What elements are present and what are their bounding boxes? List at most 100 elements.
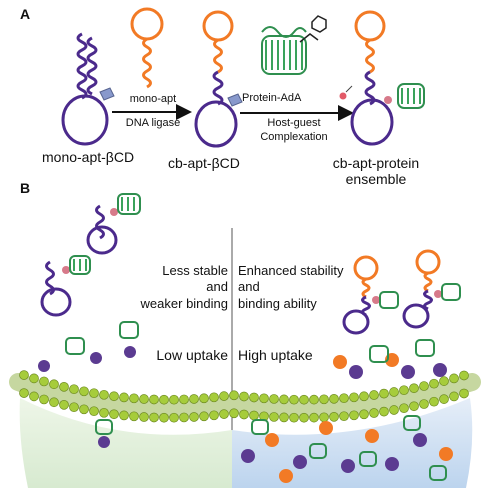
lipid-head xyxy=(119,392,129,403)
lipid-head xyxy=(369,390,379,400)
lipid-head xyxy=(219,409,229,419)
lipid-head xyxy=(319,394,329,405)
internalized-cargo-right xyxy=(241,415,453,483)
cell-interior-right xyxy=(232,398,473,488)
lipid-head xyxy=(449,391,459,402)
lipid-head xyxy=(359,409,369,420)
lipid-head xyxy=(49,397,59,408)
panel-a-label: A xyxy=(20,6,31,22)
lipid-head xyxy=(279,394,289,405)
cb-apt-protein-ensemble xyxy=(350,10,425,146)
left-condition-line1: Less stable xyxy=(162,263,228,278)
lipid-head xyxy=(299,412,309,423)
lipid-head xyxy=(309,412,319,423)
lipid-head xyxy=(99,389,109,400)
panel-b-label: B xyxy=(20,180,31,196)
lipid-head xyxy=(189,412,199,422)
right-condition-line1: Enhanced stability xyxy=(238,263,344,278)
cb-apt-betacd-construct xyxy=(194,10,243,148)
lipid-head xyxy=(229,408,239,419)
lipid-head xyxy=(249,410,259,421)
lipid-head xyxy=(319,412,329,423)
lipid-head xyxy=(419,381,429,391)
internalized-cargo-left xyxy=(95,419,113,448)
lipid-head xyxy=(209,392,219,403)
lipid-head xyxy=(399,385,409,396)
species-cb-apt-betacd-label: cb-apt-βCD xyxy=(168,155,240,171)
mono-apt-strand xyxy=(130,7,164,89)
lipid-head xyxy=(159,394,169,405)
lipid-head xyxy=(19,388,29,398)
arrow2-bottom-label-2: Complexation xyxy=(260,131,328,143)
lipid-head xyxy=(209,410,219,421)
mono-apt-betacd-construct xyxy=(61,32,115,146)
lipid-head xyxy=(89,388,99,399)
lipid-head xyxy=(369,408,379,418)
lipid-head xyxy=(59,399,69,410)
lipid-head xyxy=(349,392,359,403)
cb-apt-protein-complex-right-1 xyxy=(342,255,399,335)
lipid-head xyxy=(199,411,209,422)
lipid-head xyxy=(439,376,449,386)
lipid-head xyxy=(409,383,419,394)
lipid-head xyxy=(269,394,279,404)
lipid-head xyxy=(169,394,179,405)
lipid-head xyxy=(389,387,399,397)
lipid-head xyxy=(419,399,429,409)
lipid-head xyxy=(329,393,339,404)
lipid-head xyxy=(399,403,409,414)
lipid-head xyxy=(349,410,359,421)
lipid-head xyxy=(89,406,99,417)
lipid-head xyxy=(379,406,389,417)
lipid-head xyxy=(119,410,129,421)
right-condition-line2: and xyxy=(238,279,260,294)
lipid-bilayer-membrane xyxy=(9,370,481,423)
lipid-head xyxy=(39,394,49,405)
lipid-head xyxy=(129,393,139,404)
lipid-head xyxy=(339,393,349,404)
aptamer-protein-complex-left xyxy=(40,255,91,317)
arrow2-bottom-label-1: Host-guest xyxy=(267,117,321,129)
left-condition-line3: weaker binding xyxy=(140,296,228,311)
lipid-head xyxy=(79,386,89,397)
lipid-head xyxy=(299,394,309,405)
lipid-head xyxy=(199,393,209,404)
low-uptake-label: Low uptake xyxy=(156,347,228,363)
lipid-head xyxy=(149,412,159,423)
lipid-head xyxy=(239,391,249,402)
lipid-head xyxy=(179,412,189,423)
lipid-head xyxy=(239,409,249,420)
protein-structure-icon xyxy=(261,15,327,75)
adamantane-icon xyxy=(339,85,353,100)
lipid-head xyxy=(409,401,419,412)
lipid-head xyxy=(329,411,339,422)
lipid-head xyxy=(29,373,39,384)
arrow1-top-label: mono-apt xyxy=(129,93,177,105)
lipid-head xyxy=(109,409,119,420)
species-cb-apt-protein-label-1: cb-apt-protein xyxy=(332,155,420,171)
lipid-head xyxy=(429,396,439,407)
lipid-head xyxy=(439,394,449,404)
lipid-head xyxy=(229,390,239,401)
lipid-head xyxy=(149,394,159,405)
arrow2-top-label: Protein-AdA xyxy=(242,92,302,104)
lipid-head xyxy=(379,388,389,399)
lipid-head xyxy=(189,394,199,404)
lipid-head xyxy=(289,412,299,423)
cb-apt-protein-complex-right-2 xyxy=(402,249,461,329)
lipid-head xyxy=(79,404,89,415)
surface-bound-cargo-right xyxy=(333,339,447,379)
cell-interior-left xyxy=(19,398,232,488)
lipid-head xyxy=(259,393,269,404)
lipid-head xyxy=(69,402,79,413)
lipid-head xyxy=(49,379,59,390)
lipid-head xyxy=(389,405,399,415)
lipid-head xyxy=(219,391,229,401)
lipid-head xyxy=(139,394,149,404)
aptamer-protein-complex-free xyxy=(86,193,141,255)
lipid-head xyxy=(309,394,319,405)
lipid-head xyxy=(59,381,69,392)
lipid-head xyxy=(139,412,149,422)
lipid-head xyxy=(429,378,439,389)
right-condition-line3: binding ability xyxy=(238,296,317,311)
